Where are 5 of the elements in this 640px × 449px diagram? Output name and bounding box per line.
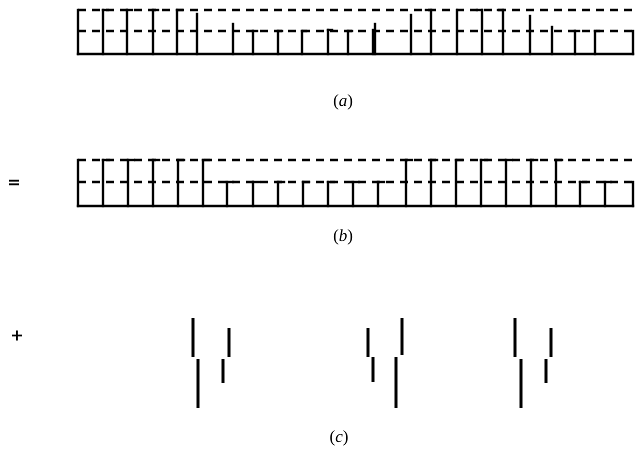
equals-sign: =	[7, 172, 21, 192]
plus-sign: +	[10, 326, 24, 344]
panel-label: (c)	[330, 427, 348, 447]
panel-label: (a)	[333, 91, 353, 111]
panel-label: (b)	[333, 226, 353, 246]
